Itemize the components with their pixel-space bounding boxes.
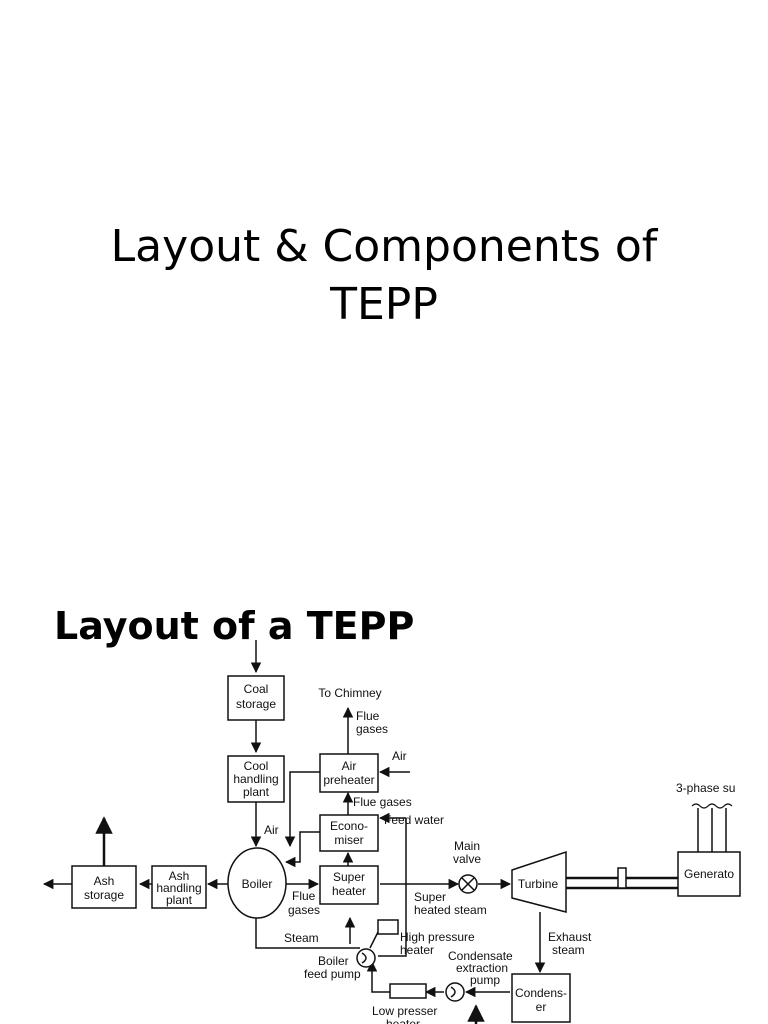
boiler-feed-pump-line-2: feed pump — [304, 967, 361, 981]
ash-handling-line-1: Ash — [169, 869, 190, 883]
slide-title-line-2: TEPP — [330, 279, 438, 330]
main-valve-line-2: valve — [453, 852, 481, 866]
super-heated-steam-line-1: Super — [414, 890, 446, 904]
turbine-label: Turbine — [518, 877, 559, 891]
ash-storage-line-1: Ash — [94, 874, 115, 888]
exhaust-steam-line-2: steam — [552, 943, 585, 957]
high-pressure-heater-shape — [377, 919, 399, 935]
section-title: Layout of a TEPP — [54, 604, 415, 648]
air-preheater-line-1: Air — [342, 759, 357, 773]
turbine-shape: Turbine — [511, 850, 567, 913]
flue-gases-low-line-1: Flue — [292, 889, 316, 903]
condensate-pump-line-1: Condensate — [448, 949, 513, 963]
high-pressure-heater-line-2: heater — [400, 943, 434, 957]
flue-gases-low-line-2: gases — [288, 903, 320, 917]
lp-heater-to-feed-pump — [366, 960, 390, 993]
coal-handling-plant-box: Cool handling plant — [227, 755, 285, 803]
condenser-line-2: er — [536, 1000, 547, 1014]
ash-handling-line-3: plant — [166, 893, 193, 907]
main-valve-line-1: Main — [454, 839, 480, 853]
air-preheater-line-2: preheater — [323, 773, 374, 787]
high-pressure-heater-line-1: High pressure — [400, 930, 475, 944]
slide-title-line-1: Layout & Components of — [110, 221, 658, 272]
condensate-pump-icon — [445, 982, 465, 1002]
boiler-feed-pump-line-1: Boiler — [318, 954, 349, 968]
slide-title: Layout & Components of TEPP — [0, 218, 768, 334]
flue-gases-mid-label: Flue gases — [353, 795, 412, 809]
ash-handling-plant-box: Ash handling plant — [151, 865, 207, 909]
super-heater-line-2: heater — [332, 884, 366, 898]
low-pressure-heater-line-1: Low presser — [372, 1004, 437, 1018]
valve-x-icon — [458, 874, 478, 894]
condenser-line-1: Condens- — [515, 986, 567, 1000]
super-heater-line-1: Super — [333, 870, 365, 884]
steam-line — [255, 918, 360, 949]
coal-storage-line-1: Coal — [244, 682, 269, 696]
flue-gases-top-line-1: Flue — [356, 709, 380, 723]
condensate-pump-line-2: extraction — [456, 961, 508, 975]
ash-storage-box: Ash storage — [71, 865, 137, 909]
three-phase-label: 3-phase su — [676, 781, 735, 795]
boiler-label: Boiler — [242, 877, 273, 891]
exhaust-steam-line-1: Exhaust — [548, 930, 592, 944]
boiler-feed-pump-icon — [356, 948, 376, 968]
coal-storage-line-2: storage — [236, 697, 276, 711]
ash-handling-line-2: handling — [156, 881, 201, 895]
boiler-ellipse: Boiler — [227, 847, 287, 919]
economiser-line-1: Econo- — [330, 819, 368, 833]
air-preheater-box: Air preheater — [319, 753, 379, 793]
super-heated-steam-line-2: heated steam — [414, 903, 487, 917]
feed-water-loop — [378, 818, 407, 957]
preheater-air-to-boiler — [284, 771, 320, 848]
shaft-coupling — [617, 867, 627, 889]
flue-gases-top-line-2: gases — [356, 722, 388, 736]
steam-label: Steam — [284, 931, 319, 945]
generator-box: Generato — [677, 851, 741, 897]
economiser-box: Econo- miser — [319, 814, 379, 852]
ash-storage-line-2: storage — [84, 888, 124, 902]
econ-water-to-boiler — [284, 831, 320, 868]
to-chimney-label: To Chimney — [318, 686, 381, 700]
coal-handling-line-3: plant — [243, 785, 270, 799]
connection-lines — [42, 640, 727, 1024]
condenser-box: Condens- er — [511, 973, 571, 1023]
coal-storage-box: Coal storage — [227, 675, 285, 721]
air-in-label: Air — [392, 749, 407, 763]
super-heater-box: Super heater — [319, 865, 379, 905]
air-to-boiler-label: Air — [264, 823, 279, 837]
low-pressure-heater-shape — [389, 983, 427, 999]
low-pressure-heater-line-2: heater — [386, 1017, 420, 1024]
diagram-labels: To Chimney Flue gases Air Flue gases Fee… — [264, 686, 735, 1024]
coal-handling-line-1: Cool — [244, 759, 269, 773]
condensate-pump-line-3: pump — [470, 973, 500, 987]
coal-handling-line-2: handling — [233, 772, 278, 786]
generator-label: Generato — [684, 867, 734, 881]
feed-water-label: Feed water — [384, 813, 444, 827]
three-phase-wave — [691, 803, 733, 809]
economiser-line-2: miser — [334, 833, 363, 847]
